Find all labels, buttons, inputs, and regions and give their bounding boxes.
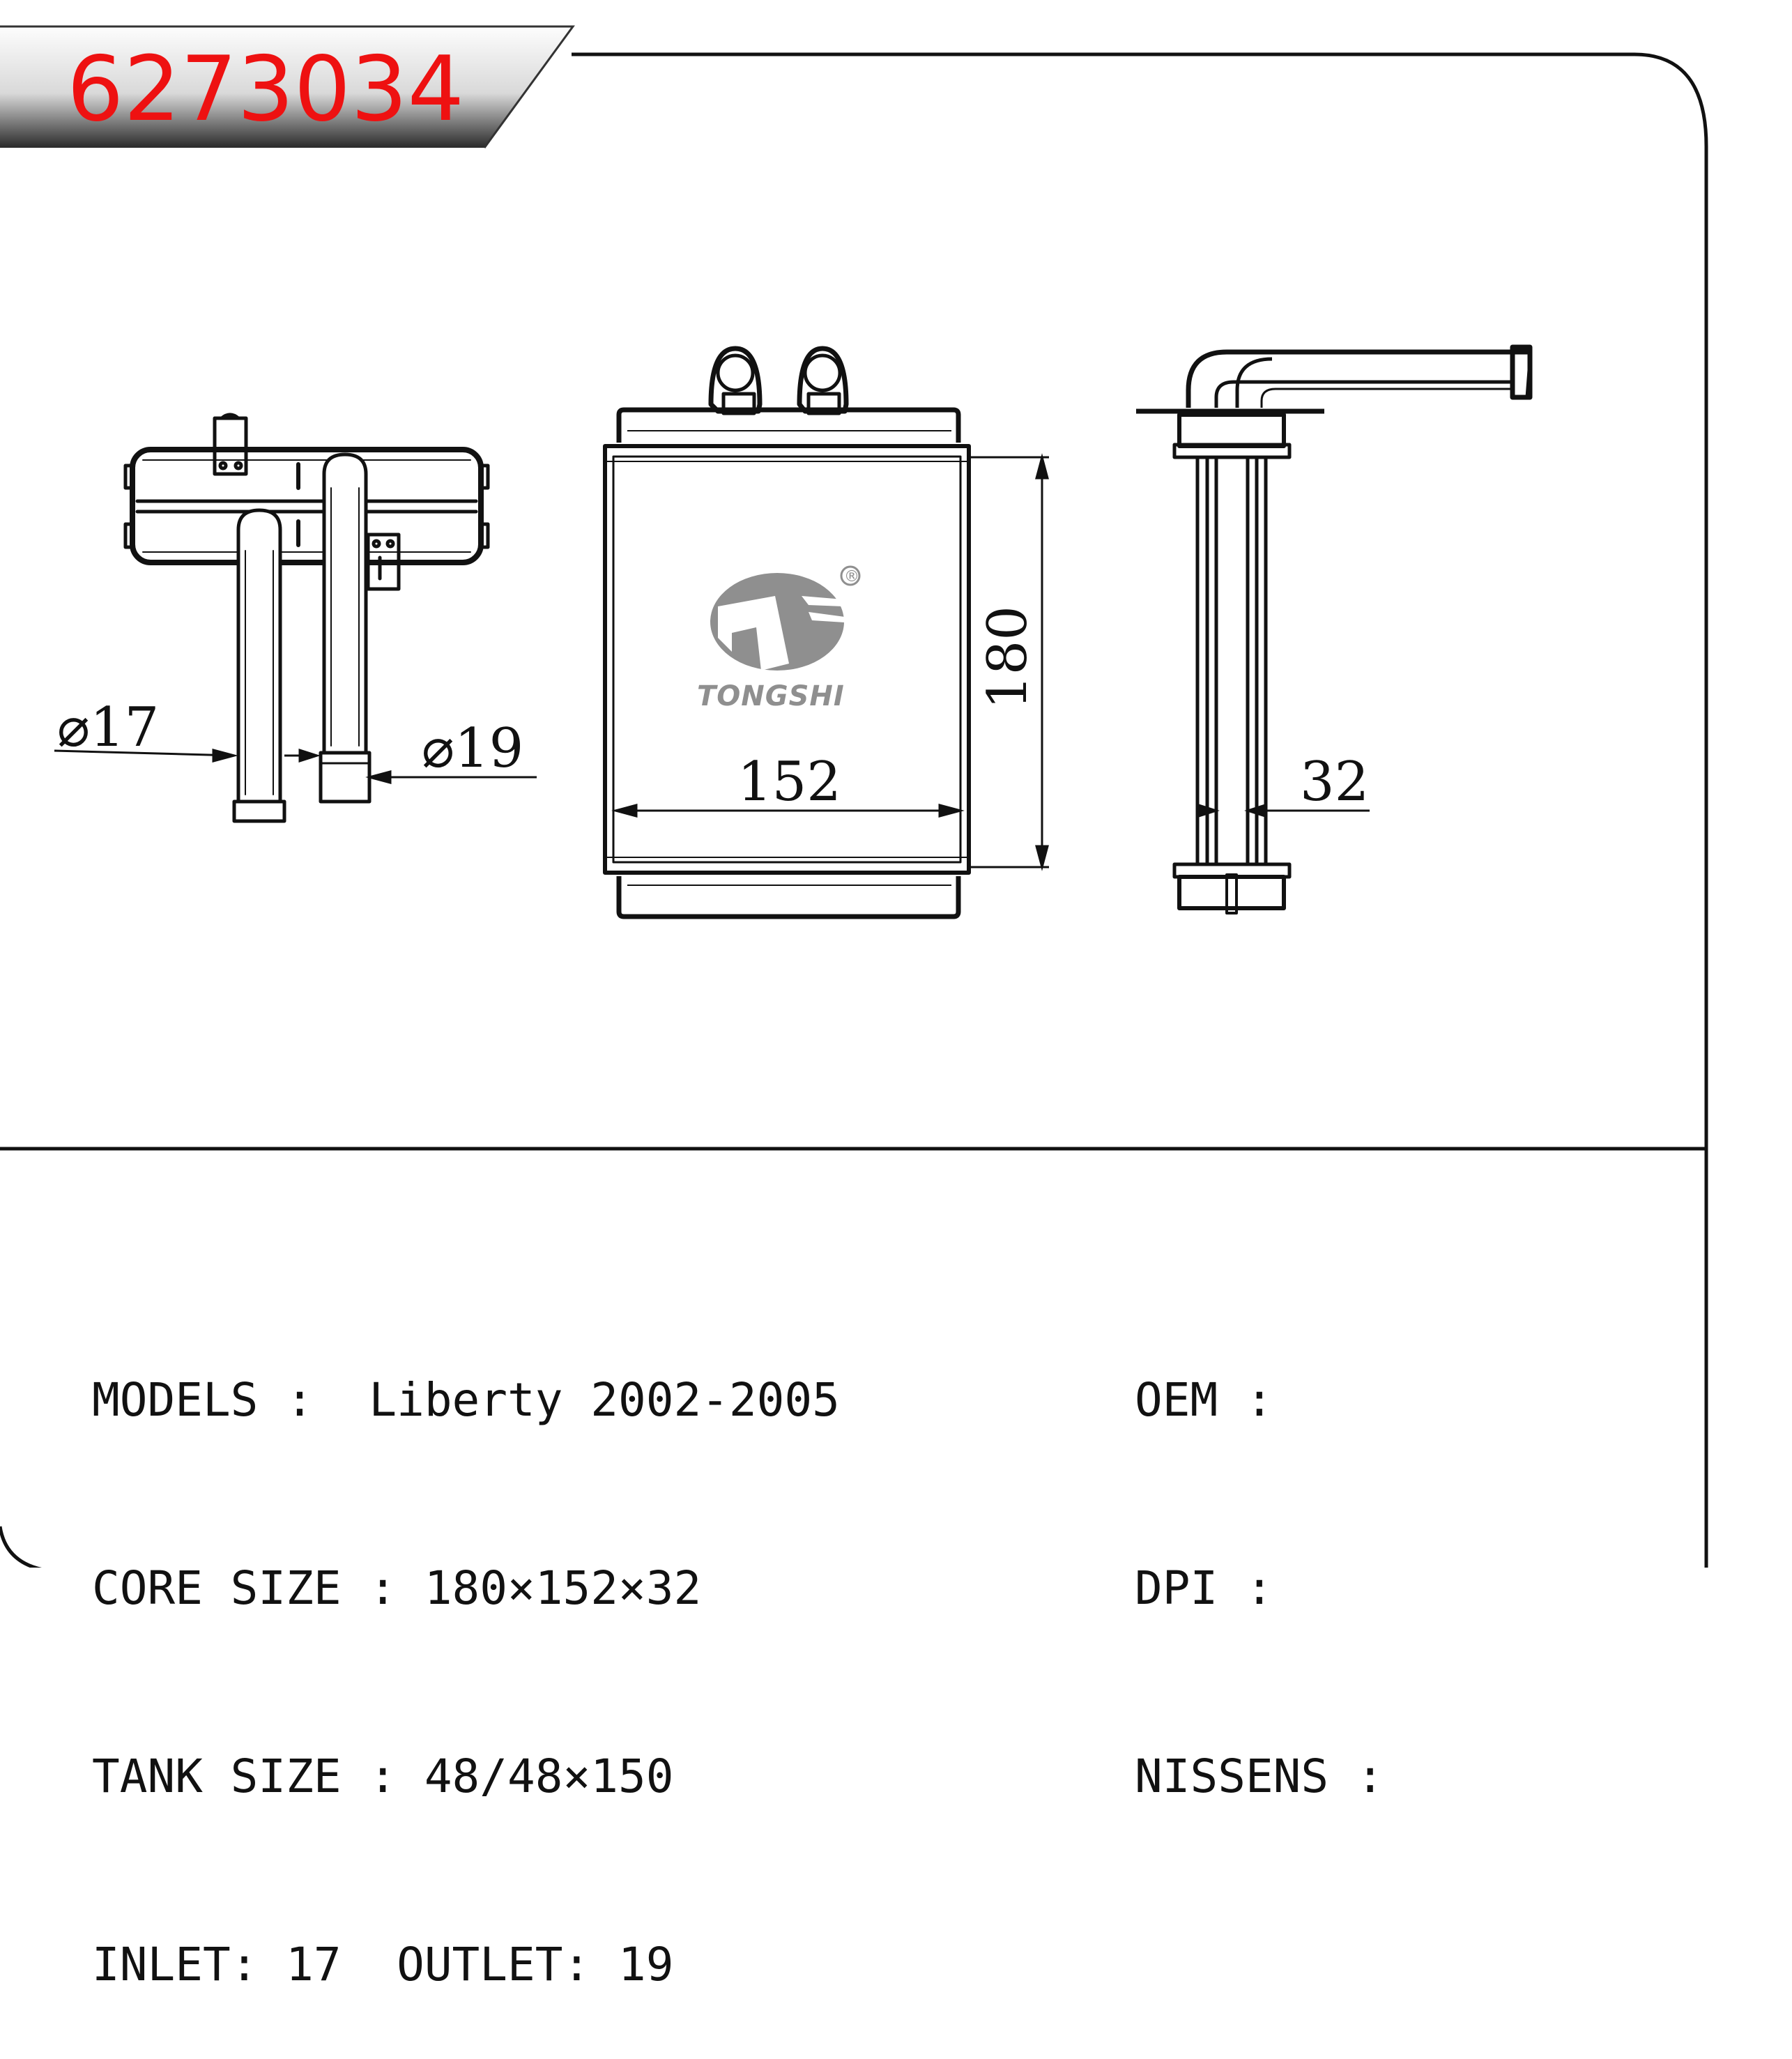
registered-mark: ® xyxy=(844,568,859,585)
logo-text: TONGSHI xyxy=(697,680,845,712)
front-view xyxy=(603,346,971,919)
height-dimension-label: 180 xyxy=(977,606,1039,710)
part-number: 6273034 xyxy=(67,38,464,141)
spec-list-left: MODELS : Liberty 2002-2005 CORE SIZE : 1… xyxy=(92,1243,840,2059)
spec-models: MODELS : Liberty 2002-2005 xyxy=(92,1373,840,1427)
tongshi-logo xyxy=(710,565,861,671)
outlet-diameter-label: ⌀19 xyxy=(422,717,523,780)
spec-inlet-outlet: INLET: 17 OUTLET: 19 xyxy=(92,1938,674,1991)
side-view xyxy=(1136,344,1533,914)
depth-dimension-lines xyxy=(1197,803,1370,818)
sheet-border xyxy=(0,52,1708,1568)
front-dimension-lines xyxy=(611,453,1049,871)
spec-oem: OEM : xyxy=(1135,1373,1273,1427)
part-number-banner xyxy=(0,25,575,148)
spec-core-size: CORE SIZE : 180×152×32 xyxy=(92,1561,702,1615)
inlet-diameter-label: ⌀17 xyxy=(57,696,159,759)
top-view xyxy=(123,413,490,823)
spec-list-right: OEM : DPI : NISSENS : xyxy=(1135,1243,1384,1871)
spec-dpi: DPI : xyxy=(1135,1561,1273,1615)
width-dimension-label: 152 xyxy=(737,751,841,813)
depth-dimension-label: 32 xyxy=(1300,751,1369,813)
spec-nissens: NISSENS : xyxy=(1135,1750,1384,1803)
drawing-sheet: 6273034 ⌀17 ⌀19 152 180 32 TONGSHI ® xyxy=(0,25,1708,1568)
pipe-dimension-lines xyxy=(54,748,537,784)
spec-tank-size: TANK SIZE : 48/48×150 xyxy=(92,1750,674,1803)
